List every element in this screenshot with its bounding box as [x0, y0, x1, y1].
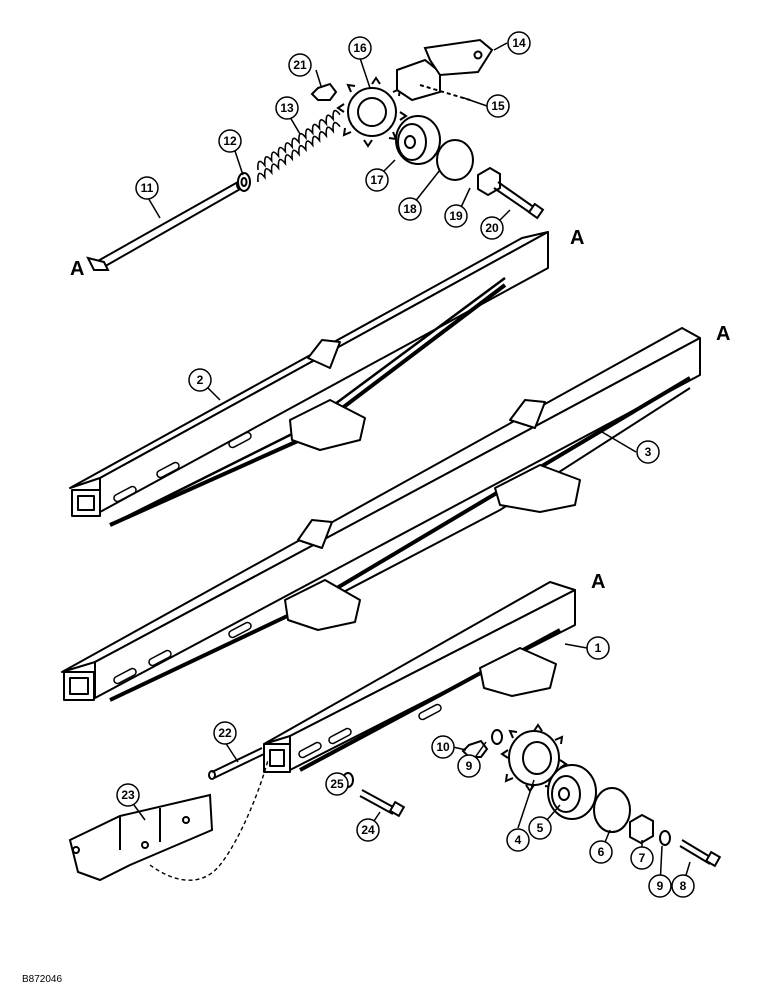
callout-label: 13 [280, 101, 294, 115]
callout-22: 22 [213, 721, 237, 745]
callout-3: 3 [636, 440, 660, 464]
callout-label: 14 [512, 36, 526, 50]
callout-19: 19 [444, 204, 468, 228]
callout-24: 24 [356, 818, 380, 842]
callout-12: 12 [218, 129, 242, 153]
callout-label: 23 [121, 788, 135, 802]
callout-13: 13 [275, 96, 299, 120]
callout-label: 3 [645, 445, 652, 459]
callout-16: 16 [348, 36, 372, 60]
callout-label: 2 [197, 373, 204, 387]
callout-5: 5 [528, 816, 552, 840]
callout-label: 9 [466, 759, 473, 773]
callout-label: 15 [491, 99, 505, 113]
callout-label: 7 [639, 851, 646, 865]
track-frame-rail-1 [263, 581, 576, 773]
callouts [133, 42, 691, 887]
callout-label: 4 [515, 833, 522, 847]
track-frame-rail-3 [61, 327, 701, 702]
callout-21: 21 [288, 53, 312, 77]
callout-label: 17 [370, 173, 384, 187]
adjuster-assembly [86, 38, 545, 271]
callout-20: 20 [480, 216, 504, 240]
callout-1: 1 [586, 636, 610, 660]
callout-9: 9 [648, 874, 672, 898]
callout-label: 18 [403, 202, 417, 216]
callout-10: 10 [431, 735, 455, 759]
section-label-a-rail-2: A [570, 227, 584, 249]
callout-label: 22 [218, 726, 232, 740]
callout-label: 1 [595, 641, 602, 655]
callout-label: 24 [361, 823, 375, 837]
callout-8: 8 [671, 874, 695, 898]
callout-4: 4 [506, 828, 530, 852]
callout-9: 9 [457, 754, 481, 778]
callout-7: 7 [630, 846, 654, 870]
callout-2: 2 [188, 368, 212, 392]
section-label-a-rod: A [70, 258, 84, 280]
callout-15: 15 [486, 94, 510, 118]
callout-23: 23 [116, 783, 140, 807]
callout-label: 16 [353, 41, 367, 55]
section-label-a-rail-3: A [716, 323, 730, 345]
callout-18: 18 [398, 197, 422, 221]
callout-25: 25 [325, 772, 349, 796]
callout-label: 10 [436, 740, 450, 754]
callout-label: 9 [657, 879, 664, 893]
callout-label: 11 [141, 181, 154, 195]
track-frame-rail-2 [69, 231, 549, 527]
callout-label: 6 [598, 845, 605, 859]
section-label-a-rail-1: A [591, 571, 605, 593]
callout-label: 25 [330, 777, 344, 791]
callout-6: 6 [589, 840, 613, 864]
callout-label: 21 [293, 58, 307, 72]
callout-label: 20 [485, 221, 499, 235]
callout-label: 12 [223, 134, 237, 148]
callout-label: 8 [680, 879, 687, 893]
callout-label: 5 [537, 821, 544, 835]
callout-label: 19 [449, 209, 463, 223]
section-labels: A A A A [70, 227, 730, 593]
figure-code: B872046 [22, 974, 63, 985]
lower-hardware [68, 723, 722, 882]
callout-17: 17 [365, 168, 389, 192]
callout-14: 14 [507, 31, 531, 55]
callout-11: 11 [135, 176, 159, 200]
